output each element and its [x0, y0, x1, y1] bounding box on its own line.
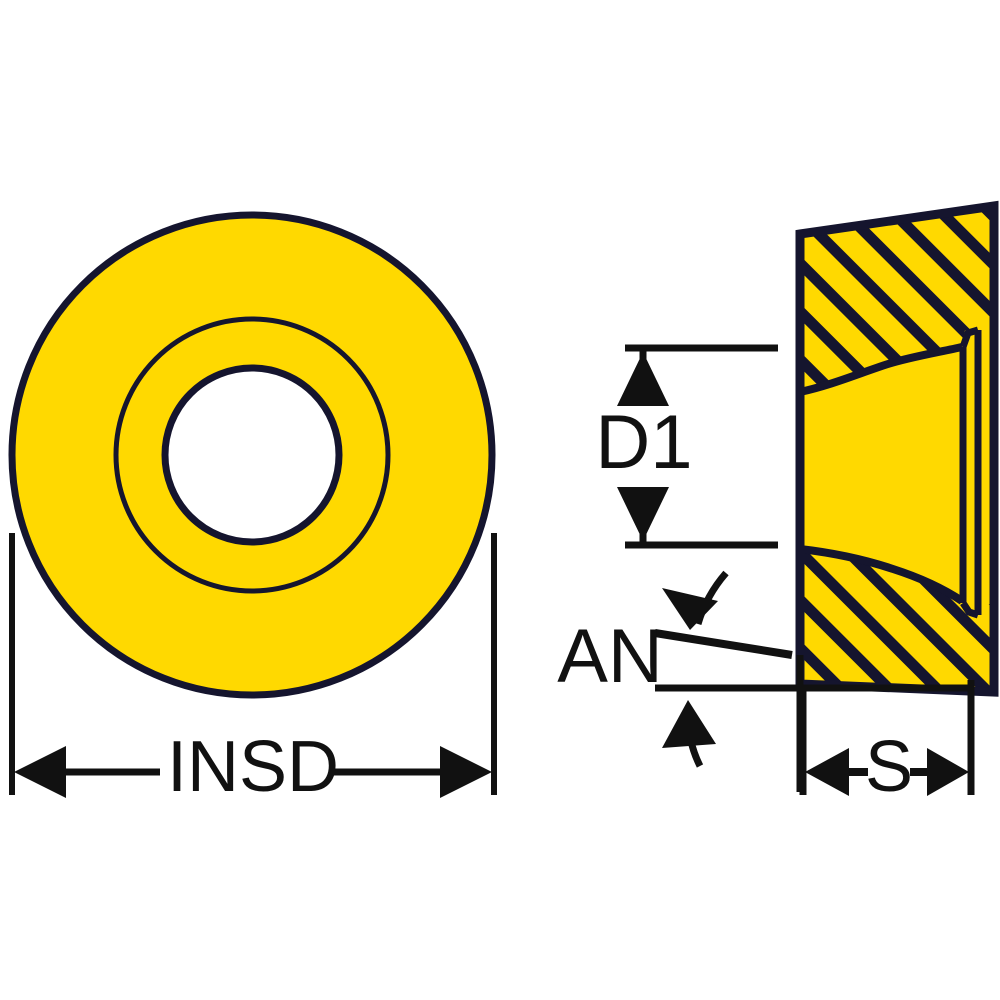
bore-circle	[161, 364, 343, 546]
middle-circle	[113, 316, 391, 594]
s-label: S	[865, 727, 913, 807]
upper-land-boundary	[799, 343, 963, 396]
insd-arrow-right-icon	[440, 746, 492, 798]
d1-label: D1	[595, 400, 692, 485]
section-view	[795, 200, 999, 697]
an-arrow-lower-icon	[662, 700, 716, 748]
d1-dimension: D1	[595, 344, 778, 549]
an-arrow-upper-icon	[662, 588, 718, 630]
an-dimension: AN	[557, 570, 968, 792]
face-view	[8, 211, 496, 699]
edge-band-top-notch	[959, 326, 980, 349]
s-arrow-left-icon	[805, 748, 849, 796]
insd-dimension: INSD	[9, 533, 497, 807]
an-label: AN	[557, 614, 663, 699]
an-flank-reference-line	[654, 629, 793, 659]
edge-band-bottom-notch	[960, 601, 980, 619]
d1-arrow-down-icon	[617, 487, 669, 541]
insd-label: INSD	[167, 727, 339, 807]
d1-arrow-up-icon	[617, 352, 669, 406]
section-outline	[795, 200, 999, 697]
s-arrow-right-icon	[927, 748, 969, 796]
s-dimension: S	[799, 680, 975, 807]
insd-arrow-left-icon	[14, 746, 66, 798]
lower-land-boundary	[799, 545, 965, 605]
